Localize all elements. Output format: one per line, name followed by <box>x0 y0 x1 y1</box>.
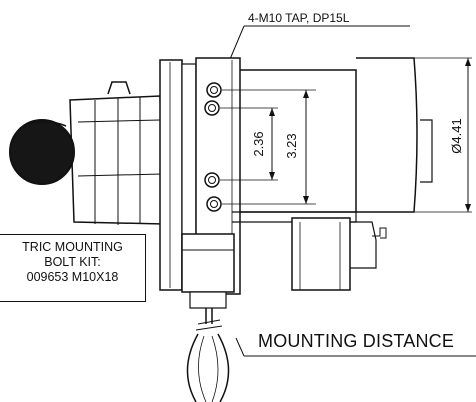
inner-spacing-label: 2.36 <box>251 131 266 156</box>
tap-callout-label: 4-M10 TAP, DP15L <box>248 11 350 25</box>
tapped-holes <box>204 82 222 212</box>
kit-line-3: 009653 M10X18 <box>26 270 119 284</box>
bolt-kit-note: TRIC MOUNTING BOLT KIT: 009653 M10X18 <box>0 234 146 302</box>
tap-hole-lower-2 <box>206 196 222 212</box>
motor-end-cap <box>9 119 75 185</box>
mounting-distance-title: MOUNTING DISTANCE <box>258 331 455 351</box>
motor-assembly <box>9 81 165 225</box>
outer-spacing-label: 3.23 <box>284 133 299 158</box>
tap-hole-upper-1 <box>206 82 222 98</box>
dimension-diameter: Ø4.41 <box>414 57 472 213</box>
title-leader <box>235 337 245 357</box>
gearbox-housing <box>232 57 433 223</box>
lower-bracket <box>291 217 387 291</box>
kit-line-2: BOLT KIT: <box>44 255 101 269</box>
tap-hole-lower-1 <box>204 172 220 188</box>
tap-hole-upper-2 <box>204 100 220 116</box>
hand-crank <box>181 233 235 402</box>
kit-line-1: TRIC MOUNTING <box>22 240 123 254</box>
extension-lines <box>220 89 316 205</box>
diameter-label: Ø4.41 <box>449 118 464 153</box>
dimension-inner: 2.36 <box>251 108 275 180</box>
dimension-outer: 3.23 <box>284 90 309 204</box>
